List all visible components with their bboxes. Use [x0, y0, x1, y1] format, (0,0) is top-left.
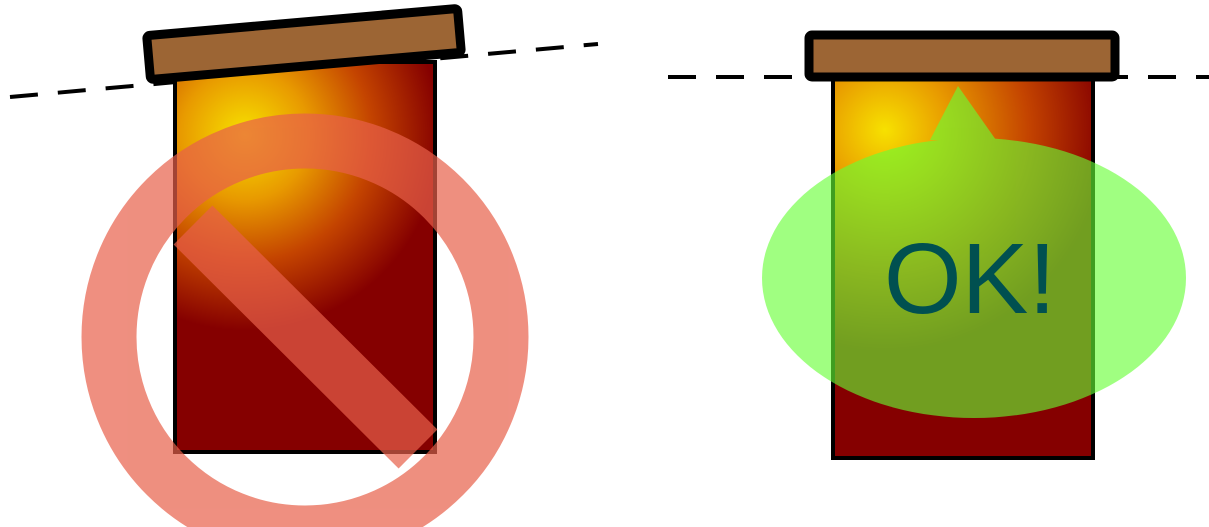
ok-label: OK!: [884, 223, 1056, 335]
correct-panel: OK!: [668, 35, 1209, 458]
level-lid: [809, 35, 1115, 77]
incorrect-panel: [10, 8, 598, 527]
